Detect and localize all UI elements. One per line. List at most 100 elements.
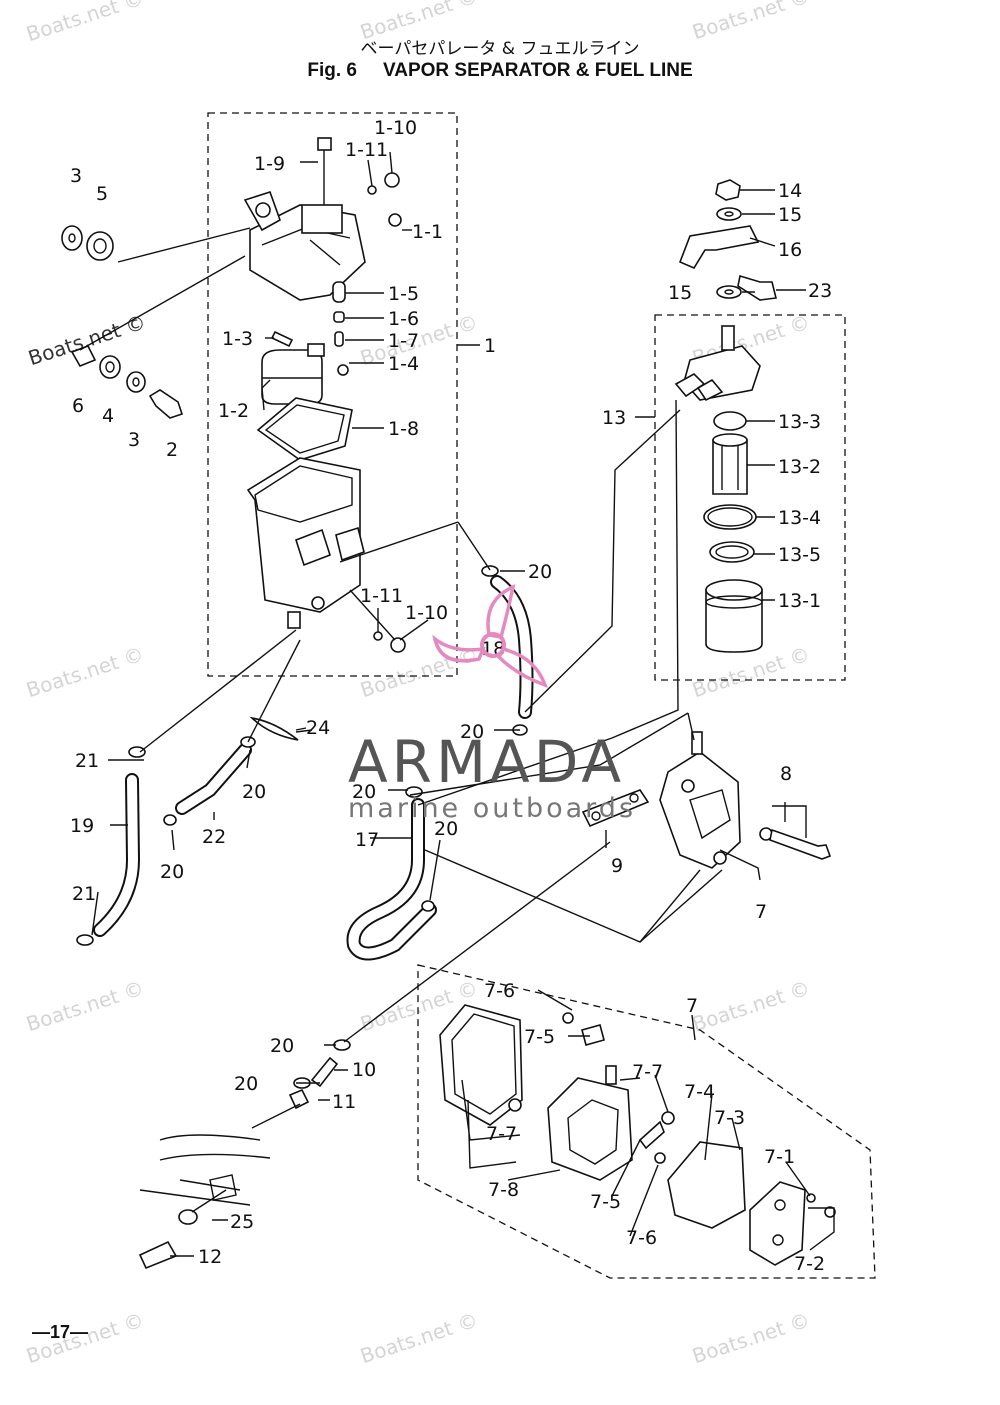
callout-14: 14 [778,180,802,202]
callout-7-7: 7-7 [632,1061,663,1083]
callout-6: 6 [72,395,84,417]
callout-7-7: 7-7 [486,1123,517,1145]
callout-5: 5 [96,183,108,205]
callout-20: 20 [460,721,484,743]
gasket-9 [581,789,650,828]
callout-1-10: 1-10 [405,602,448,624]
pump-diaphragm-plates [439,1004,836,1266]
callout-10: 10 [352,1059,376,1081]
collar-6 [70,344,97,368]
callout-15: 15 [668,282,692,304]
filter-element-13-2 [712,433,748,495]
callout-7: 7 [755,901,767,923]
bolt-23 [737,274,777,301]
callout-24: 24 [306,717,330,739]
filter-cup-13-1 [705,579,763,653]
washer-15b [716,285,742,299]
callout-1-8: 1-8 [388,418,419,440]
callout-7-2: 7-2 [794,1253,825,1275]
callout-11: 11 [332,1091,356,1113]
callout-2: 2 [166,439,178,461]
callout-13-1: 13-1 [778,590,821,612]
group-box-fuel-filter [654,314,846,681]
callout-12: 12 [198,1246,222,1268]
callout-7-8: 7-8 [488,1179,519,1201]
callout-1-11: 1-11 [345,139,388,161]
vapor-separator-body [246,457,365,629]
gasket-1-8 [256,397,353,461]
callout-1-7: 1-7 [388,330,419,352]
bolt-8 [759,827,832,860]
callout-22: 22 [202,826,226,848]
callout-3: 3 [70,165,82,187]
clip-24 [249,716,299,741]
callout-7-6: 7-6 [484,980,515,1002]
brand-tagline: marine outboards [348,793,637,824]
callout-9: 9 [611,855,623,877]
callout-4: 4 [102,405,114,427]
washer-3 [61,225,83,251]
callout-8: 8 [780,763,792,785]
leader-lines [79,227,723,1213]
armada-propeller-logo [432,584,548,688]
callout-1: 1 [484,335,496,357]
brand-name: ARMADA [348,728,626,796]
callout-1-9: 1-9 [254,153,285,175]
callout-20: 20 [528,561,552,583]
washer-15 [716,207,742,221]
screw-1-9 [317,137,332,205]
callout-7-6: 7-6 [626,1227,657,1249]
grommet-5 [86,231,114,261]
o-ring-13-3 [713,411,747,431]
callout-20: 20 [234,1073,258,1095]
diagram-title-japanese: ベーパセパレータ & フュエルライン [360,39,640,59]
washer-3b [126,371,146,393]
callout-15: 15 [778,204,802,226]
callout-1-6: 1-6 [388,308,419,330]
callout-19: 19 [70,815,94,837]
diagram-title: Fig. 6 VAPOR SEPARATOR & FUEL LINE [0,60,1000,82]
callout-23: 23 [808,280,832,302]
callout-21: 21 [75,750,99,772]
callout-7: 7 [686,995,698,1017]
callout-1-11: 1-11 [360,585,403,607]
page-number: —17— [32,1322,89,1342]
callout-7-1: 7-1 [764,1146,795,1168]
callout-16: 16 [778,239,802,261]
o-ring-13-4 [703,504,757,530]
clamps-20-21 [76,565,528,1089]
callout-1-3: 1-3 [222,328,253,350]
group-box-vapor-separator [207,112,458,677]
callout-1-5: 1-5 [388,283,419,305]
callout-7-3: 7-3 [714,1107,745,1129]
callout-1-1: 1-1 [412,221,443,243]
callout-13-3: 13-3 [778,411,821,433]
fuel-pump-7 [659,731,741,869]
callout-pointers [91,151,835,1257]
callout-7-4: 7-4 [684,1081,715,1103]
callout-13: 13 [602,407,626,429]
screws-small-group [270,172,406,653]
callout-labels: 1-10 1-9 1-11 1-1 1-5 1-6 1-7 1-4 1 1-3 … [70,117,832,1275]
callout-17: 17 [355,829,379,851]
callout-13-4: 13-4 [778,507,821,529]
joint-10-11-12-25 [138,1056,339,1270]
diagram-title-english: VAPOR SEPARATOR & FUEL LINE [382,60,693,81]
callout-20: 20 [270,1035,294,1057]
hose-19 [93,773,141,937]
figure-number: Fig. 6 [307,60,357,81]
vapor-separator-cover [243,191,366,301]
callout-20: 20 [160,861,184,883]
callout-1-2: 1-2 [218,400,249,422]
float-1-5-1-7 [332,281,346,347]
callout-1-10: 1-10 [374,117,417,139]
ring-13-5 [709,541,755,563]
callout-20: 20 [242,781,266,803]
callout-20: 20 [352,781,376,803]
callout-13-2: 13-2 [778,456,821,478]
callout-1-4: 1-4 [388,353,419,375]
callout-7-5: 7-5 [590,1191,621,1213]
callout-21: 21 [72,883,96,905]
